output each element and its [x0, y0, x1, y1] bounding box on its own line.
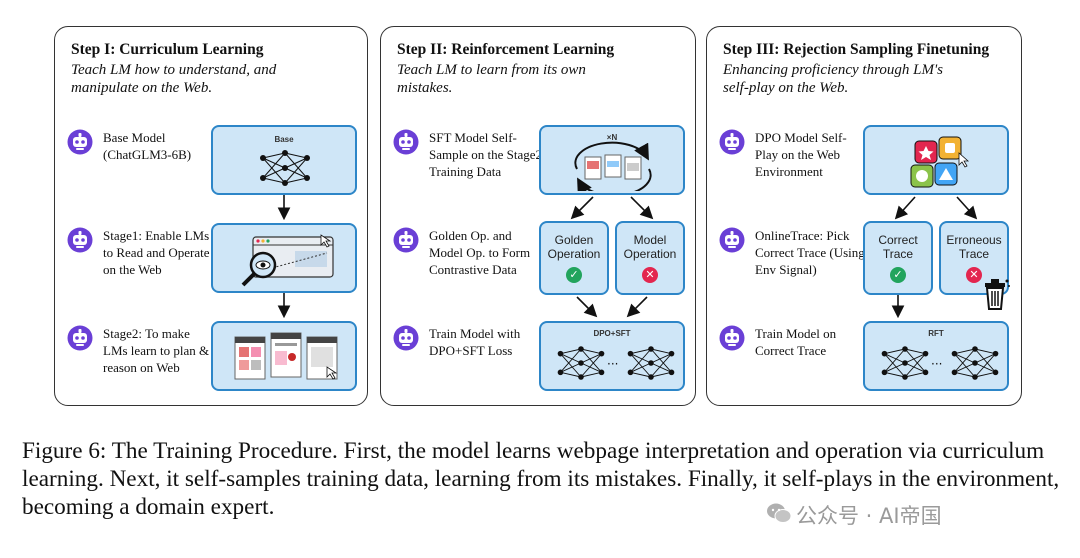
step-1-row-1-text: Base Model (ChatGLM3-6B) [103, 130, 192, 162]
watermark-text: 公众号 · AI帝国 [796, 504, 942, 528]
step-2-row-1-text: SFT Model Self-Sample on the Stage2 Trai… [429, 130, 543, 179]
step-2-panel: Step II: Reinforcement Learning Teach LM… [380, 26, 696, 406]
rft-label: RFT [928, 329, 944, 338]
step-1-arrows [277, 195, 291, 319]
dpo-sft-box: DPO+SFT ··· [539, 321, 685, 391]
step-3-row-3-text: Train Model on Correct Trace [755, 326, 837, 358]
correct-trace-box: Correct Trace ✓ [863, 221, 933, 295]
step-2-title: Step II: Reinforcement Learning [397, 41, 615, 58]
step-3-subtitle: Enhancing proficiency through LM's self-… [723, 62, 943, 96]
step-3-title: Step III: Rejection Sampling Finetuning [723, 41, 990, 58]
stage1-box [211, 223, 357, 293]
dpo-sft-label: DPO+SFT [593, 329, 631, 338]
wechat-icon [767, 503, 792, 523]
step-1-row-2-text: Stage1: Enable LMs to Read and Operate o… [103, 228, 210, 277]
step-1-title: Step I: Curriculum Learning [71, 41, 264, 58]
step-2-row-2-text: Golden Op. and Model Op. to Form Contras… [429, 228, 531, 277]
iteration-label: ×N [606, 133, 618, 142]
step-2-row-3-text: Train Model with DPO+SFT Loss [429, 326, 521, 358]
webpages-icon [234, 332, 338, 380]
step-3-panel: Step III: Rejection Sampling Finetuning … [706, 26, 1022, 406]
step-2-arrows [570, 196, 654, 318]
cross-icon: ✕ [966, 267, 982, 283]
step-1-panel: Step I: Curriculum Learning Teach LM how… [54, 26, 368, 406]
base-box-label: Base [274, 135, 294, 144]
step-3-arrows [891, 196, 978, 319]
self-play-box [863, 125, 1009, 195]
model-operation-label: Model Operation [623, 233, 677, 261]
golden-operation-box: Golden Operation ✓ [539, 221, 609, 295]
self-sample-box: ×N [539, 125, 685, 195]
step-2-subtitle: Teach LM to learn from its own mistakes. [397, 62, 586, 96]
golden-operation-label: Golden Operation [547, 233, 601, 261]
ellipsis-icon: ··· [931, 357, 943, 371]
model-operation-box: Model Operation ✕ [615, 221, 685, 295]
step-3-row-2-text: OnlineTrace: Pick Correct Trace (Using E… [755, 228, 865, 277]
base-model-box: Base [211, 125, 357, 195]
check-icon: ✓ [566, 267, 582, 283]
trash-icon [985, 279, 1010, 310]
erroneous-trace-label: Erroneous Trace [946, 233, 1002, 261]
cross-icon: ✕ [642, 267, 658, 283]
step-1-subtitle: Teach LM how to understand, and manipula… [71, 62, 277, 96]
rft-box: RFT ··· [863, 321, 1009, 391]
step-3-row-1-text: DPO Model Self-Play on the Web Environme… [755, 130, 847, 179]
game-shapes-icon [910, 136, 970, 188]
ellipsis-icon: ··· [607, 357, 619, 371]
step-1-row-3-text: Stage2: To make LMs learn to plan & reas… [103, 326, 210, 375]
figure-caption: Figure 6: The Training Procedure. First,… [22, 438, 1060, 520]
cycle-icon [574, 141, 652, 191]
browser-magnifier-icon [241, 234, 334, 287]
check-icon: ✓ [890, 267, 906, 283]
correct-trace-label: Correct Trace [878, 233, 918, 261]
stage2-box [211, 321, 357, 391]
